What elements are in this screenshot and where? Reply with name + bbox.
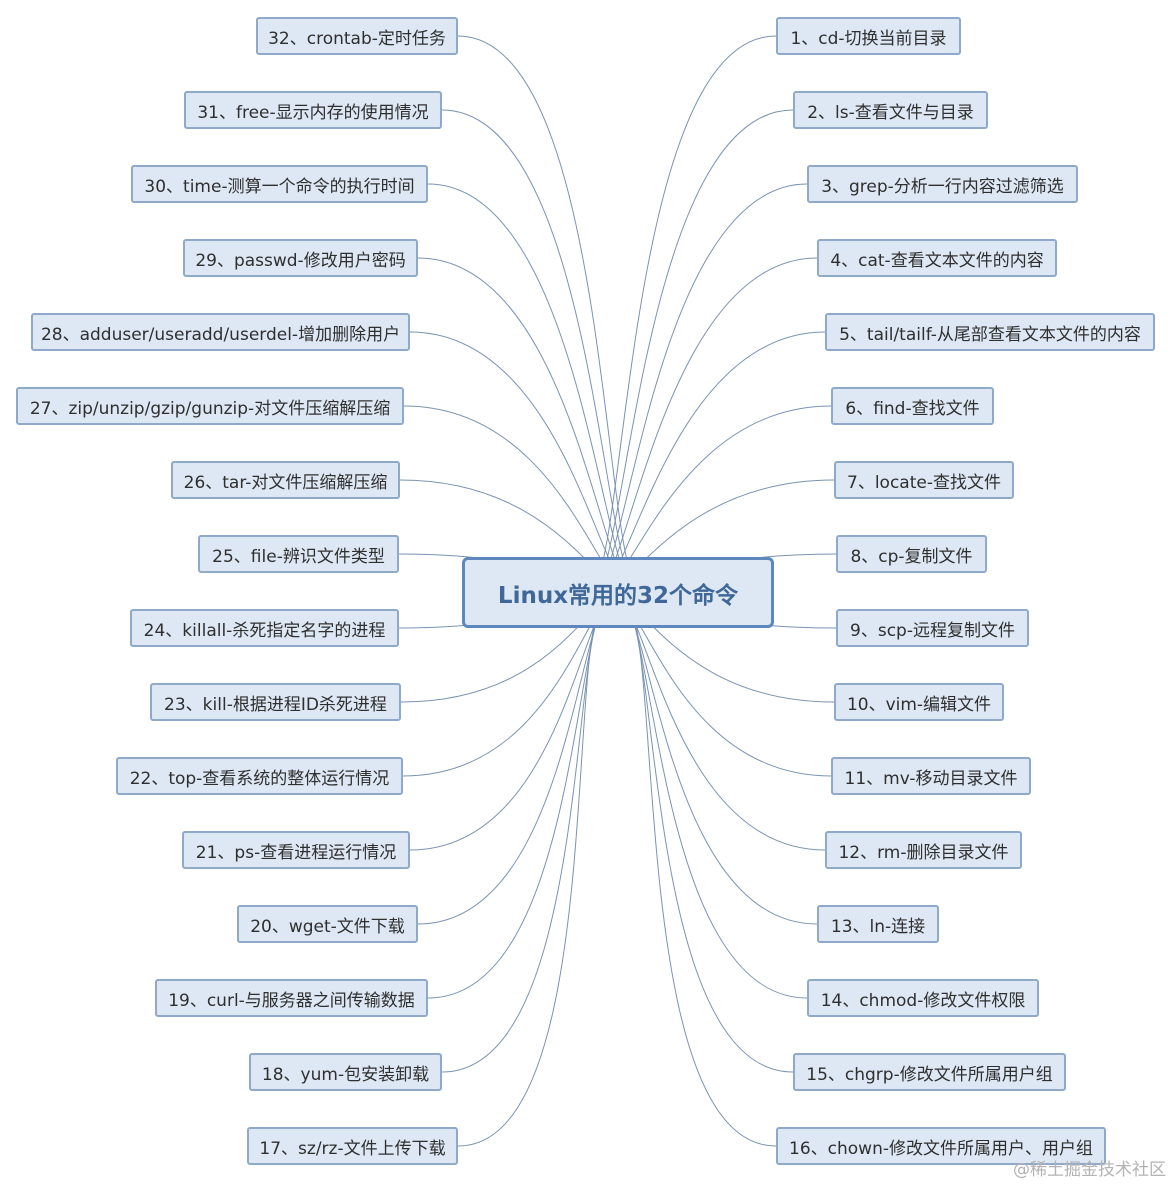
left-connector-1 <box>457 35 633 579</box>
left-topic-12[interactable]: 21、ps-查看进程运行情况 <box>182 831 410 869</box>
left-topic-3[interactable]: 30、time-测算一个命令的执行时间 <box>131 165 428 203</box>
left-topic-4[interactable]: 29、passwd-修改用户密码 <box>183 239 418 277</box>
right-connector-15 <box>628 603 794 1073</box>
left-topic-7[interactable]: 26、tar-对文件压缩解压缩 <box>171 461 400 499</box>
left-topic-8[interactable]: 25、file-辨识文件类型 <box>198 535 399 573</box>
central-topic[interactable]: Linux常用的32个命令 <box>462 557 774 628</box>
right-connector-1 <box>597 35 777 579</box>
right-connector-12 <box>621 597 826 851</box>
left-topic-5[interactable]: 28、adduser/useradd/userdel-增加删除用户 <box>31 313 410 351</box>
right-topic-14[interactable]: 14、chmod-修改文件权限 <box>807 979 1039 1017</box>
right-connector-5 <box>606 331 826 587</box>
right-topic-15[interactable]: 15、chgrp-修改文件所属用户组 <box>793 1053 1066 1091</box>
left-topic-13[interactable]: 20、wget-文件下载 <box>237 905 418 943</box>
right-topic-7[interactable]: 7、locate-查找文件 <box>834 461 1014 499</box>
left-topic-9[interactable]: 24、killall-杀死指定名字的进程 <box>130 609 399 647</box>
right-connector-16 <box>630 605 777 1147</box>
right-topic-8[interactable]: 8、cp-复制文件 <box>836 535 987 573</box>
right-topic-5[interactable]: 5、tail/tailf-从尾部查看文本文件的内容 <box>825 313 1155 351</box>
left-connector-2 <box>441 109 631 581</box>
right-topic-1[interactable]: 1、cd-切换当前目录 <box>776 17 961 55</box>
left-connector-15 <box>441 603 602 1073</box>
left-topic-2[interactable]: 31、free-显示内存的使用情况 <box>184 91 442 129</box>
left-connector-5 <box>409 331 624 587</box>
left-topic-15[interactable]: 18、yum-包安装卸载 <box>249 1053 442 1091</box>
right-topic-12[interactable]: 12、rm-删除目录文件 <box>825 831 1022 869</box>
right-connector-4 <box>604 257 818 585</box>
left-topic-16[interactable]: 17、sz/rz-文件上传下载 <box>247 1127 458 1165</box>
left-topic-11[interactable]: 22、top-查看系统的整体运行情况 <box>116 757 403 795</box>
right-topic-11[interactable]: 11、mv-移动目录文件 <box>831 757 1031 795</box>
right-topic-9[interactable]: 9、scp-远程复制文件 <box>836 609 1029 647</box>
right-topic-4[interactable]: 4、cat-查看文本文件的内容 <box>817 239 1057 277</box>
right-connector-14 <box>626 601 808 999</box>
right-topic-6[interactable]: 6、find-查找文件 <box>831 387 994 425</box>
right-topic-2[interactable]: 2、ls-查看文件与目录 <box>793 91 988 129</box>
left-topic-10[interactable]: 23、kill-根据进程ID杀死进程 <box>150 683 401 721</box>
right-connector-2 <box>599 109 794 581</box>
right-topic-10[interactable]: 10、vim-编辑文件 <box>834 683 1004 721</box>
right-topic-13[interactable]: 13、ln-连接 <box>817 905 939 943</box>
left-topic-14[interactable]: 19、curl-与服务器之间传输数据 <box>155 979 428 1017</box>
watermark: @稀土掘金技术社区 <box>1013 1160 1166 1180</box>
right-connector-3 <box>601 183 808 583</box>
left-topic-1[interactable]: 32、crontab-定时任务 <box>256 17 458 55</box>
left-connector-4 <box>417 257 626 585</box>
right-topic-16[interactable]: 16、chown-修改文件所属用户、用户组 <box>776 1127 1106 1165</box>
right-topic-3[interactable]: 3、grep-分析一行内容过滤筛选 <box>807 165 1078 203</box>
left-connector-3 <box>427 183 629 583</box>
left-connector-16 <box>457 605 600 1147</box>
left-connector-14 <box>427 601 604 999</box>
left-topic-6[interactable]: 27、zip/unzip/gzip/gunzip-对文件压缩解压缩 <box>16 387 404 425</box>
